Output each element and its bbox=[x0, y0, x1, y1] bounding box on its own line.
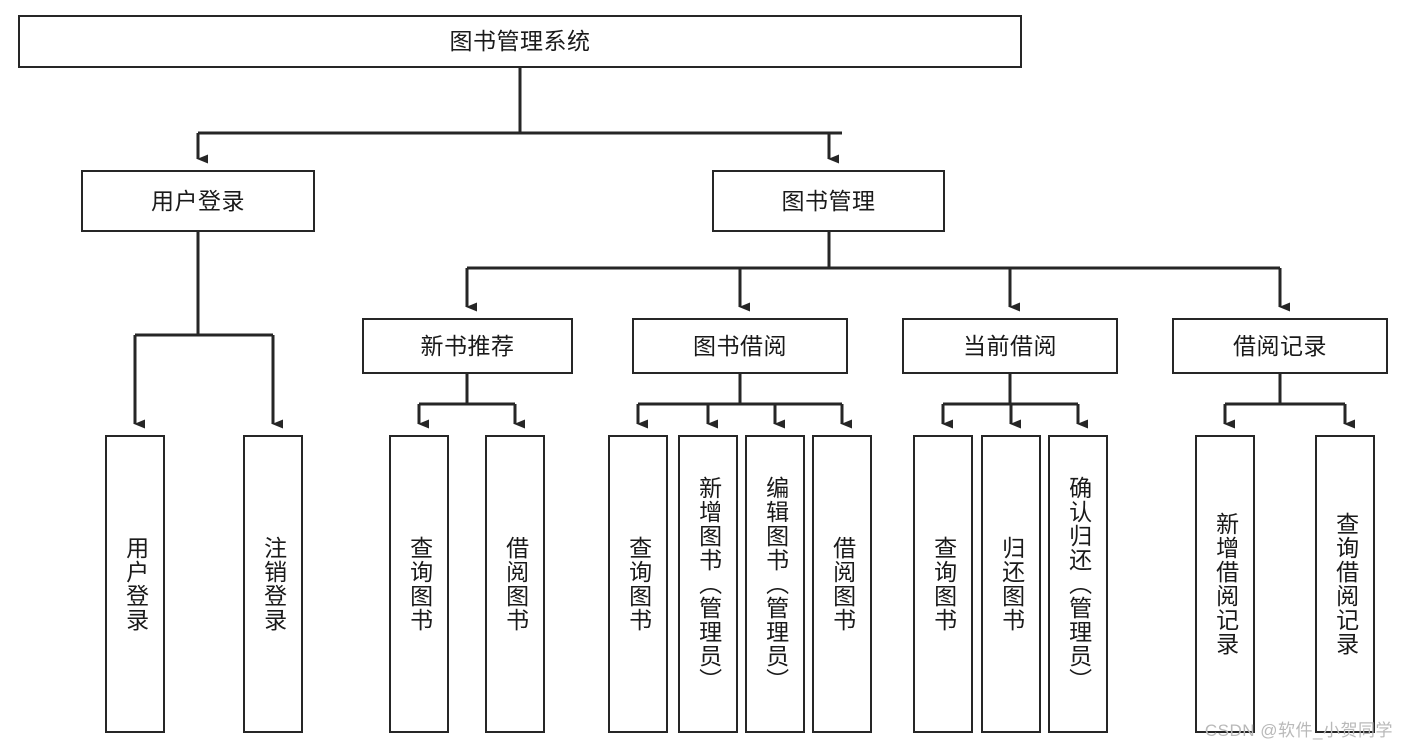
leaf-node-user-login[interactable]: 用户登录 bbox=[105, 435, 165, 733]
leaf-node-return-book-label: 归还图书 bbox=[998, 536, 1025, 632]
csdn-watermark: CSDN @软件_小贺同学 bbox=[1204, 721, 1393, 740]
node-user-login-label: 用户登录 bbox=[151, 187, 245, 214]
node-new-book-recommend-label: 新书推荐 bbox=[420, 332, 515, 359]
leaf-node-logout-label: 注销登录 bbox=[260, 536, 287, 632]
leaf-node-query-book-newbook[interactable]: 查询图书 bbox=[389, 435, 449, 733]
node-book-borrow[interactable]: 图书借阅 bbox=[632, 318, 848, 374]
node-current-borrow[interactable]: 当前借阅 bbox=[902, 318, 1118, 374]
node-book-borrow-label: 图书借阅 bbox=[693, 332, 787, 359]
leaf-node-query-book-borrow[interactable]: 查询图书 bbox=[608, 435, 668, 733]
leaf-node-query-book-current-label: 查询图书 bbox=[930, 536, 957, 632]
leaf-node-logout[interactable]: 注销登录 bbox=[243, 435, 303, 733]
leaf-node-borrow-book-newbook[interactable]: 借阅图书 bbox=[485, 435, 545, 733]
node-borrow-record[interactable]: 借阅记录 bbox=[1172, 318, 1388, 374]
leaf-node-return-book[interactable]: 归还图书 bbox=[981, 435, 1041, 733]
leaf-node-confirm-return-admin[interactable]: 确认归还（管理员） bbox=[1048, 435, 1108, 733]
leaf-node-query-book-current[interactable]: 查询图书 bbox=[913, 435, 973, 733]
leaf-node-edit-book-admin-label: 编辑图书（管理员） bbox=[762, 476, 789, 692]
node-new-book-recommend[interactable]: 新书推荐 bbox=[362, 318, 573, 374]
node-user-login[interactable]: 用户登录 bbox=[81, 170, 315, 232]
leaf-node-query-book-newbook-label: 查询图书 bbox=[406, 536, 433, 632]
leaf-node-add-book-admin[interactable]: 新增图书（管理员） bbox=[678, 435, 738, 733]
leaf-node-borrow-book-label: 借阅图书 bbox=[829, 536, 856, 632]
leaf-node-query-book-borrow-label: 查询图书 bbox=[625, 536, 652, 632]
node-root-label: 图书管理系统 bbox=[449, 28, 591, 55]
leaf-node-edit-book-admin[interactable]: 编辑图书（管理员） bbox=[745, 435, 805, 733]
leaf-node-borrow-book-newbook-label: 借阅图书 bbox=[502, 536, 529, 632]
node-book-management-label: 图书管理 bbox=[781, 187, 876, 214]
leaf-node-query-borrow-record-label: 查询借阅记录 bbox=[1332, 512, 1359, 656]
node-borrow-record-label: 借阅记录 bbox=[1233, 332, 1327, 359]
leaf-node-add-book-admin-label: 新增图书（管理员） bbox=[695, 476, 722, 692]
leaf-node-query-borrow-record[interactable]: 查询借阅记录 bbox=[1315, 435, 1375, 733]
node-root[interactable]: 图书管理系统 bbox=[18, 15, 1022, 68]
leaf-node-add-borrow-record-label: 新增借阅记录 bbox=[1212, 512, 1239, 656]
leaf-node-user-login-label: 用户登录 bbox=[122, 536, 149, 632]
node-book-management[interactable]: 图书管理 bbox=[712, 170, 945, 232]
leaf-node-add-borrow-record[interactable]: 新增借阅记录 bbox=[1195, 435, 1255, 733]
leaf-node-borrow-book[interactable]: 借阅图书 bbox=[812, 435, 872, 733]
leaf-node-confirm-return-admin-label: 确认归还（管理员） bbox=[1065, 476, 1092, 692]
node-current-borrow-label: 当前借阅 bbox=[963, 332, 1057, 359]
